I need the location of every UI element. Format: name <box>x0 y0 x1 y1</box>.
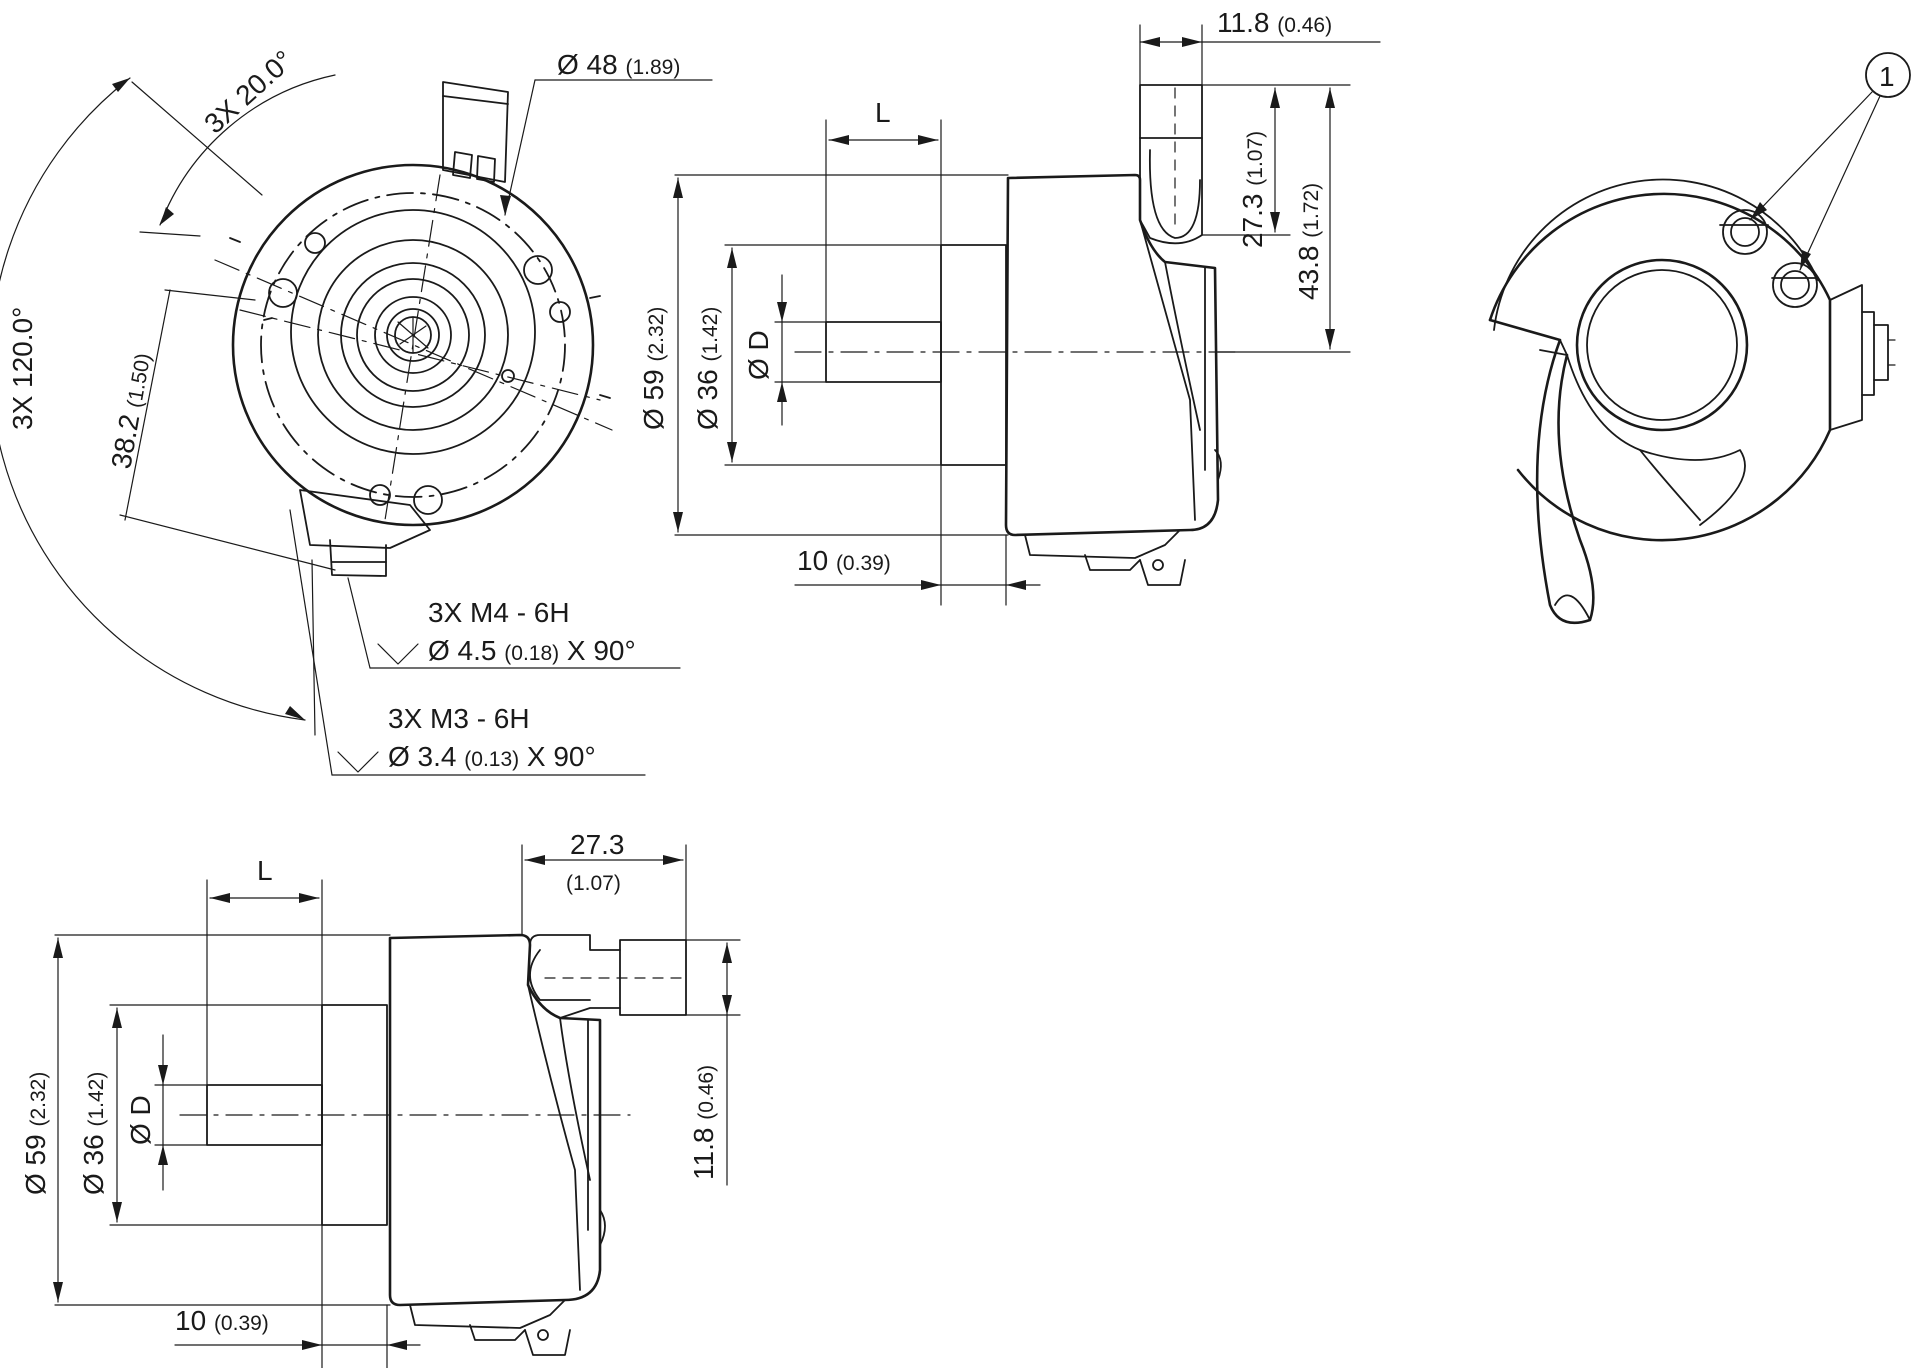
side-view-bottom: 27.3 (1.07) L Ø 59 (2.32) Ø 36 (1.42) Ø … <box>20 829 741 1368</box>
angle-large-label: 3X 120.0° <box>7 307 38 430</box>
rear-view-callout <box>1865 52 1911 98</box>
front-view-bolt-circle <box>260 192 566 498</box>
side-bottom-connector-depth-label: 27.3 <box>570 829 625 860</box>
thread-m3-label: 3X M3 - 6H <box>388 703 530 734</box>
rear-view-housing <box>1488 192 1832 542</box>
counterbore-m3-label: Ø 3.4 (0.13) X 90° <box>388 741 596 772</box>
side-bottom-shaft-diameter-label: Ø D <box>125 1095 156 1145</box>
side-bottom-spigot-length-label: 10 (0.39) <box>175 1305 269 1336</box>
front-view-mounting-holes <box>268 232 571 515</box>
side-bottom-connector <box>529 934 687 1019</box>
side-view-top: 11.8 (0.46) L 27.3 (1.07) 43.8 (1.72) Ø … <box>638 7 1381 606</box>
side-top-spigot-length-label: 10 (0.39) <box>797 545 891 576</box>
front-view-connector <box>442 81 509 183</box>
rear-view-callout-number: 1 <box>1879 61 1895 92</box>
side-top-outer-diameter-label: Ø 59 (2.32) <box>638 307 669 430</box>
side-bottom-spigot-diameter-label: Ø 36 (1.42) <box>78 1072 109 1195</box>
side-top-height-a-label: 27.3 (1.07) <box>1237 131 1268 248</box>
side-bottom-connector-offset-label: 11.8 (0.46) <box>688 1065 719 1180</box>
front-view-bottom-connector <box>299 489 431 577</box>
rear-view: 1 <box>1488 52 1911 625</box>
side-top-shaft-diameter-label: Ø D <box>743 330 774 380</box>
bolt-radius-label: 38.2 (1.50) <box>105 350 156 471</box>
side-bottom-shaft-length-label: L <box>257 855 273 886</box>
side-top-body <box>1004 173 1220 537</box>
counterbore-m4-label: Ø 4.5 (0.18) X 90° <box>428 635 636 666</box>
rear-view-cable <box>1488 318 1595 625</box>
side-top-spigot-diameter-label: Ø 36 (1.42) <box>692 307 723 430</box>
rear-view-screws <box>1719 209 1819 308</box>
front-view: Ø 48 (1.89) 3X 20.0° 3X 120.0° 38.2 (1.5… <box>0 44 713 776</box>
thread-m4-label: 3X M4 - 6H <box>428 597 570 628</box>
rear-view-bore <box>1575 258 1749 432</box>
side-bottom-connector-depth-inch: (1.07) <box>566 872 621 895</box>
side-top-shaft-length-label: L <box>875 97 891 128</box>
side-top-height-b-label: 43.8 (1.72) <box>1293 183 1324 300</box>
side-bottom-outer-diameter-label: Ø 59 (2.32) <box>20 1072 51 1195</box>
side-bottom-body <box>388 933 602 1307</box>
diameter-main-label: Ø 48 (1.89) <box>557 49 680 80</box>
front-view-flange <box>231 163 595 527</box>
side-top-spigot <box>940 244 1007 466</box>
side-top-connector-offset-label: 11.8 (0.46) <box>1217 7 1332 38</box>
